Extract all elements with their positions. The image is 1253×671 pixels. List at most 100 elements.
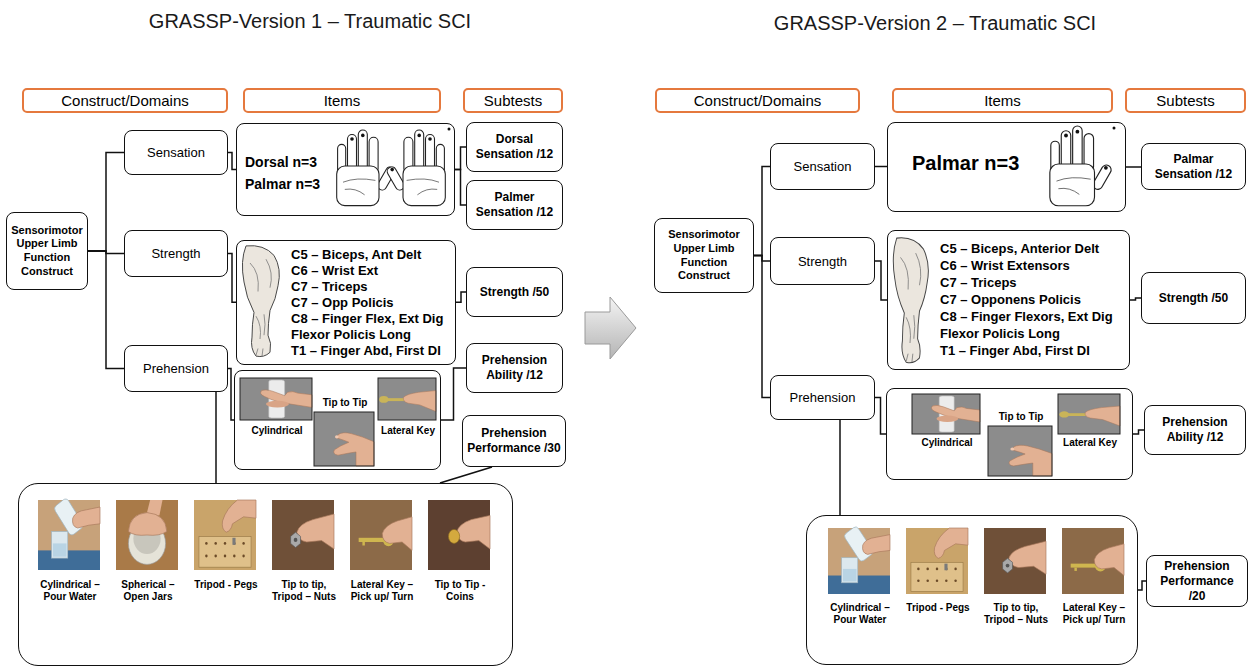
connector-line xyxy=(839,420,841,515)
domain-box: Sensation xyxy=(124,130,228,175)
connector-line xyxy=(1130,298,1141,300)
text-slot: Tripod - Pegs xyxy=(189,579,263,591)
column-header: Subtests xyxy=(463,88,563,113)
text-slot: C8 – Finger Flex, Ext Dig xyxy=(291,311,451,327)
node-text: Strength /50 xyxy=(1159,291,1228,306)
dot xyxy=(448,128,451,131)
node-text: Items xyxy=(324,92,361,109)
text-slot: Items xyxy=(984,92,1021,109)
node-text: Cylindrical xyxy=(921,437,972,449)
node-text: C7 – Opponens Policis xyxy=(940,292,1081,308)
node-text: Tip to tip, Tripod – Nuts xyxy=(979,602,1053,626)
construct-box: Sensorimotor Upper Limb Function Constru… xyxy=(6,212,88,290)
node-text: Tip to tip, Tripod – Nuts xyxy=(267,579,341,603)
node-text: Lateral Key –Pick up/ Turn xyxy=(345,579,419,603)
connector-line xyxy=(88,153,124,252)
node-text: Strength xyxy=(151,246,200,261)
text-slot: C7 – Opponens Policis xyxy=(940,292,1124,308)
connector-line xyxy=(875,261,887,300)
node-text: Prehension Performance /30 xyxy=(467,426,561,456)
text-slot: Palmar n=3 xyxy=(245,176,333,193)
text-slot: Tripod - Pegs xyxy=(901,602,975,614)
connector-line xyxy=(875,166,887,168)
node-text: Construct/Domains xyxy=(694,92,822,109)
node-text: Lateral Key xyxy=(1063,437,1117,449)
node-text: C6 – Wrist Extensors xyxy=(940,258,1070,274)
performance-items-box: Cylindrical – Pour Water Tripod - Pegs Tip… xyxy=(806,515,1138,665)
node-text: Subtests xyxy=(1156,92,1214,109)
subtest-box: Strength /50 xyxy=(466,267,563,317)
node-text: Subtests xyxy=(484,92,542,109)
text-slot: Sensation xyxy=(147,145,205,160)
domain-box: Sensation xyxy=(770,143,875,190)
node-text: Palmar n=3 xyxy=(245,176,320,193)
photo xyxy=(350,500,412,570)
text-slot: Lateral Key –Pick up/ Turn xyxy=(345,579,419,603)
node-text: Palmar n=3 xyxy=(912,151,1019,175)
panel-title: GRASSP-Version 1 – Traumatic SCI xyxy=(149,10,471,33)
text-slot: Construct/Domains xyxy=(61,92,189,109)
node-text: C5 – Biceps, Ant Delt xyxy=(291,247,421,263)
photo xyxy=(38,497,100,570)
text-slot: Flexor Policis Long xyxy=(940,326,1124,342)
text-slot: Tip to Tip xyxy=(991,411,1051,423)
photo xyxy=(828,526,890,594)
node-text: T1 – Finger Abd, First DI xyxy=(291,343,441,359)
text-slot: Sensation xyxy=(794,159,852,174)
text-slot: Tip to tip, Tripod – Nuts xyxy=(979,602,1053,626)
domain-box: Strength xyxy=(124,230,228,277)
node-text: Prehension Ability /12 xyxy=(1149,415,1241,445)
node-text: Tripod - Pegs xyxy=(194,579,257,591)
connector-line xyxy=(455,170,466,206)
items-box: C5 – Biceps, Anterior DeltC6 – Wrist Ext… xyxy=(887,230,1130,370)
node-text: C7 – Opp Policis xyxy=(291,295,394,311)
photo xyxy=(1058,394,1120,434)
connector-line xyxy=(875,398,886,435)
arm-drawing xyxy=(893,238,928,363)
text-slot: Cylindrical – Pour Water xyxy=(823,602,897,626)
node-text: Strength /50 xyxy=(480,285,549,300)
node-text: Cylindrical – Pour Water xyxy=(823,602,897,626)
node-text: Tip to Tip - Coins xyxy=(423,579,497,603)
text-slot: Strength /50 xyxy=(1159,291,1228,306)
items-box: Cylindrical Tip to TipLateral Key xyxy=(886,388,1133,480)
node-text: Prehension xyxy=(790,390,856,405)
connector-line xyxy=(1133,430,1144,434)
text-slot: Prehension xyxy=(790,390,856,405)
text-slot: Strength xyxy=(151,246,200,261)
text-slot: Cylindrical xyxy=(911,437,983,449)
text-slot: Flexor Policis Long xyxy=(291,327,451,343)
text-slot: Strength /50 xyxy=(480,285,549,300)
text-slot: C7 – Triceps xyxy=(940,275,1124,291)
items-box: C5 – Biceps, Ant DeltC6 – Wrist ExtC7 – … xyxy=(236,240,456,365)
connector-line xyxy=(1126,166,1141,168)
text-slot: Prehension Ability /12 xyxy=(1149,415,1241,445)
text-slot: C7 – Opp Policis xyxy=(291,295,451,311)
text-slot: C8 – Finger Flexors, Ext Dig xyxy=(940,309,1124,325)
hand-drawing xyxy=(1050,126,1113,206)
photo xyxy=(912,394,980,434)
connector-line xyxy=(88,251,124,369)
text-slot: T1 – Finger Abd, First DI xyxy=(291,343,451,359)
connector-line xyxy=(455,147,466,170)
column-header: Construct/Domains xyxy=(22,88,228,113)
node-text: Dorsal Sensation /12 xyxy=(471,132,558,162)
text-slot: Tip to tip, Tripod – Nuts xyxy=(267,579,341,603)
photo-frame xyxy=(988,426,1052,476)
text-slot: Sensorimotor Upper Limb Function Constru… xyxy=(659,228,749,283)
text-slot: Cylindrical xyxy=(241,425,313,437)
dot xyxy=(1113,127,1116,130)
text-slot: Spherical – Open Jars xyxy=(111,579,185,603)
text-slot: Construct/Domains xyxy=(694,92,822,109)
connector-line xyxy=(456,292,466,302)
text-slot: Cylindrical – Pour Water xyxy=(33,579,107,603)
text-slot: Strength xyxy=(798,254,847,269)
text-slot: Prehension Performance /20 xyxy=(1151,559,1243,604)
subtest-box: Strength /50 xyxy=(1141,272,1246,324)
node-text: Prehension xyxy=(143,361,209,376)
hand-drawing xyxy=(386,130,446,206)
text-slot: C6 – Wrist Extensors xyxy=(940,258,1124,274)
node-text: Cylindrical – Pour Water xyxy=(33,579,107,603)
connector-line xyxy=(440,467,492,483)
text-slot: Prehension Ability /12 xyxy=(471,353,558,383)
